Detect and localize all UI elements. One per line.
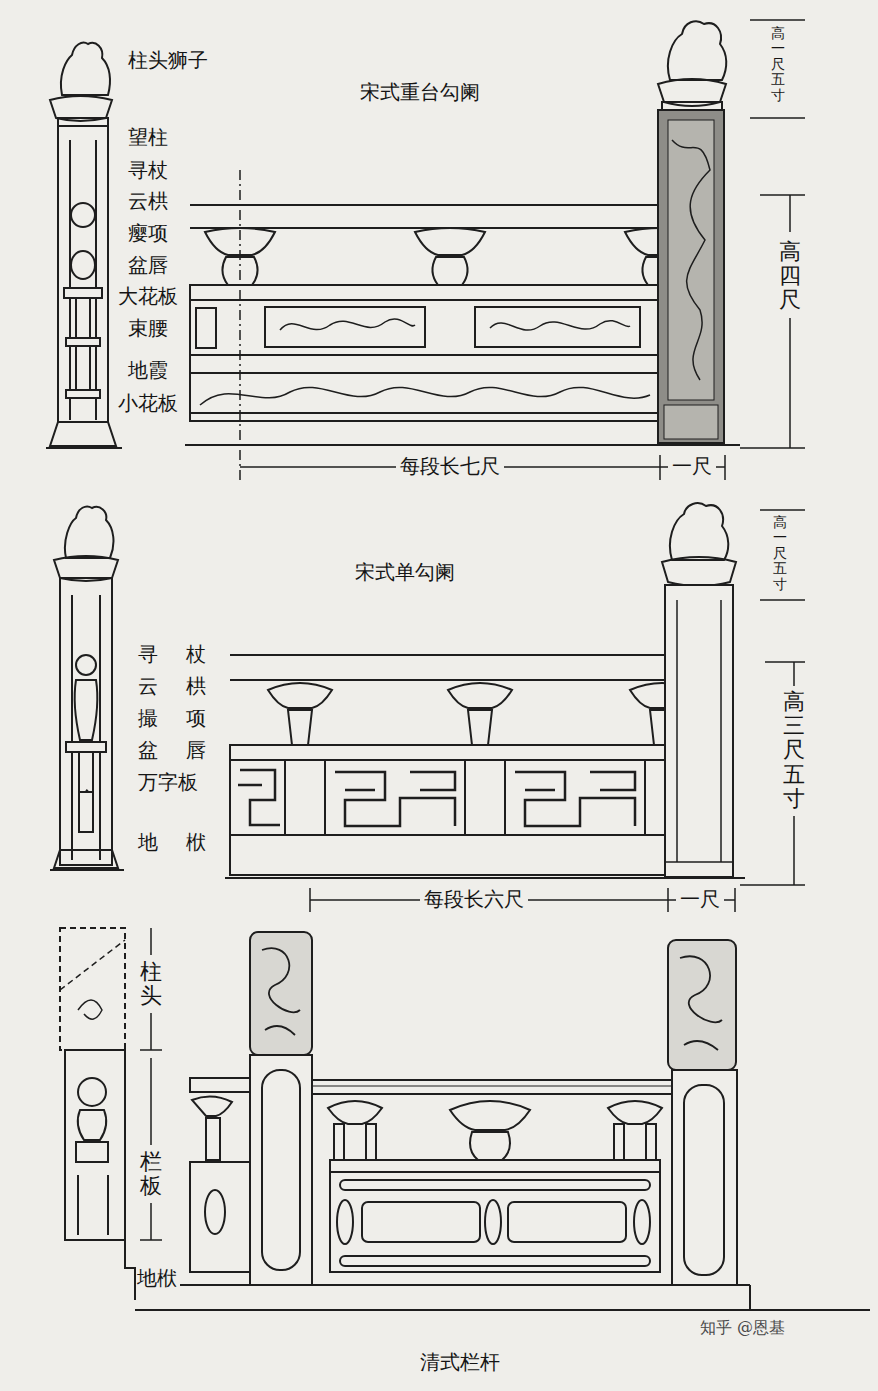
part-name: 寻杖 bbox=[128, 158, 168, 182]
part-name: 地霞 bbox=[128, 358, 168, 382]
dimension: 一尺 bbox=[676, 887, 724, 911]
section-title: 清式栏杆 bbox=[420, 1350, 500, 1374]
dimension: 一尺 bbox=[668, 454, 716, 478]
part-name: 盆唇 bbox=[138, 738, 234, 762]
dimension: 高四尺 bbox=[779, 240, 801, 313]
dimension: 每段长六尺 bbox=[420, 887, 528, 911]
dimension: 高三尺五寸 bbox=[783, 690, 805, 811]
part-name: 柱头狮子 bbox=[128, 48, 208, 72]
dimension: 每段长七尺 bbox=[396, 454, 504, 478]
watermark: 知乎 @恩基 bbox=[700, 1318, 785, 1337]
section-title: 宋式重台勾阑 bbox=[360, 80, 480, 104]
part-name: 盆唇 bbox=[128, 253, 168, 277]
dimension: 高一尺五寸 bbox=[773, 515, 787, 592]
part-name: 地栿 bbox=[138, 830, 234, 854]
part-name: 望柱 bbox=[128, 125, 168, 149]
part-name: 小花板 bbox=[118, 391, 178, 415]
section-title: 宋式单勾阑 bbox=[355, 560, 455, 584]
part-name: 云栱 bbox=[138, 674, 234, 698]
part-name: 束腰 bbox=[128, 316, 168, 340]
part-name: 瘿项 bbox=[128, 221, 168, 245]
part-name: 寻杖 bbox=[138, 642, 234, 666]
part-name: 地栿 bbox=[137, 1266, 177, 1290]
part-name: 万字板 bbox=[138, 770, 198, 794]
part-name: 柱头 bbox=[140, 960, 162, 1008]
part-name: 云栱 bbox=[128, 189, 168, 213]
part-name: 栏板 bbox=[140, 1150, 162, 1198]
dimension: 高一尺五寸 bbox=[771, 26, 785, 103]
part-name: 大花板 bbox=[118, 284, 178, 308]
part-name: 撮项 bbox=[138, 706, 234, 730]
